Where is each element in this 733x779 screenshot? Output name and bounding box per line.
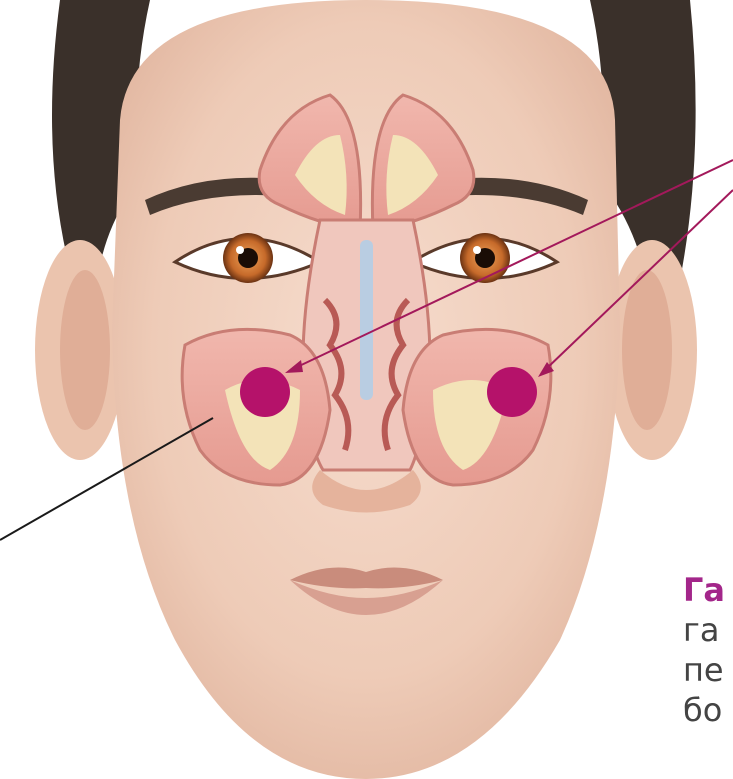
caption-line-2: пе (683, 650, 733, 690)
caption-line-1: га (683, 610, 733, 650)
caption-title: Га (683, 570, 733, 610)
caption: Га га пе бо (683, 570, 733, 730)
caption-line-3: бо (683, 690, 733, 730)
right-sinus-marker (487, 367, 537, 417)
left-sinus-marker (240, 367, 290, 417)
